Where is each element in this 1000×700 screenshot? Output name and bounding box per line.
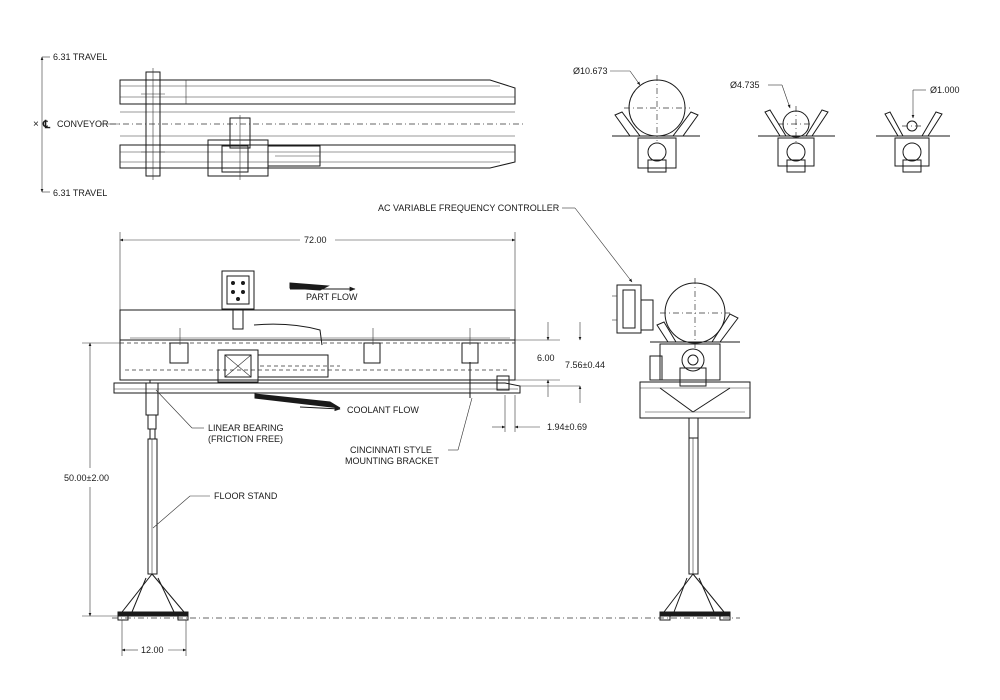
part-flow-label: PART FLOW	[306, 292, 358, 302]
ac-controller-label: AC VARIABLE FREQUENCY CONTROLLER	[378, 203, 560, 213]
dim-194-label: 1.94±0.69	[547, 422, 587, 432]
svg-text:℄: ℄	[42, 119, 51, 131]
bracket-label-2: MOUNTING BRACKET	[345, 456, 440, 466]
coolant-trough: COOLANT FLOW	[113, 362, 521, 415]
linear-bearing-label-2: (FRICTION FREE)	[208, 434, 283, 444]
part-flow-arrow: PART FLOW	[289, 282, 358, 302]
upper-rail	[119, 79, 516, 105]
floor-stand-side	[117, 382, 189, 621]
linear-bearing-label-1: LINEAR BEARING	[208, 423, 284, 433]
floor-stand-callout: FLOOR STAND	[152, 491, 278, 529]
travel-dimension: 6.31 TRAVEL 6.31 TRAVEL × ℄ CONVEYOR	[33, 52, 120, 198]
right-dimensions: 6.00 7.56±0.44 1.94±0.69	[492, 322, 605, 432]
controller-box-side	[221, 270, 323, 346]
floor-stand-label: FLOOR STAND	[214, 491, 278, 501]
lower-rail	[119, 144, 516, 169]
height-dimension: 50.00±2.00	[64, 342, 120, 617]
end-view-large: Ø10.673	[573, 66, 700, 173]
conveyor-body	[119, 309, 516, 383]
end-elevation-view: AC VARIABLE FREQUENCY CONTROLLER	[378, 203, 751, 621]
dim-756-label: 7.56±0.44	[565, 360, 605, 370]
dim-6-label: 6.00	[537, 353, 555, 363]
dia-small-label: Ø1.000	[930, 85, 960, 95]
height-dimension-label: 50.00±2.00	[64, 473, 109, 483]
end-view-small: Ø1.000	[876, 85, 960, 173]
drive-assembly-top	[207, 115, 321, 180]
side-elevation-view: 72.00 PART FLOW	[64, 232, 605, 656]
base-width-dimension: 12.00	[121, 620, 187, 656]
mounting-bracket-callout: CINCINNATI STYLE MOUNTING BRACKET	[345, 397, 473, 466]
length-dimension: 72.00	[119, 232, 516, 310]
travel-bottom-label: 6.31 TRAVEL	[53, 188, 107, 198]
top-plan-view: 6.31 TRAVEL 6.31 TRAVEL × ℄ CONVEYOR	[33, 52, 525, 198]
coolant-flow-label: COOLANT FLOW	[347, 405, 419, 415]
dia-medium-label: Ø4.735	[730, 80, 760, 90]
svg-text:×: ×	[33, 119, 39, 130]
end-view-medium: Ø4.735	[730, 80, 835, 173]
linear-bearing-callout: LINEAR BEARING (FRICTION FREE)	[155, 389, 284, 444]
dia-large-label: Ø10.673	[573, 66, 608, 76]
base-width-label: 12.00	[141, 645, 164, 655]
travel-top-label: 6.31 TRAVEL	[53, 52, 107, 62]
bracket-label-1: CINCINNATI STYLE	[350, 445, 432, 455]
length-dimension-label: 72.00	[304, 235, 327, 245]
conveyor-center-label: CONVEYOR	[57, 119, 109, 129]
